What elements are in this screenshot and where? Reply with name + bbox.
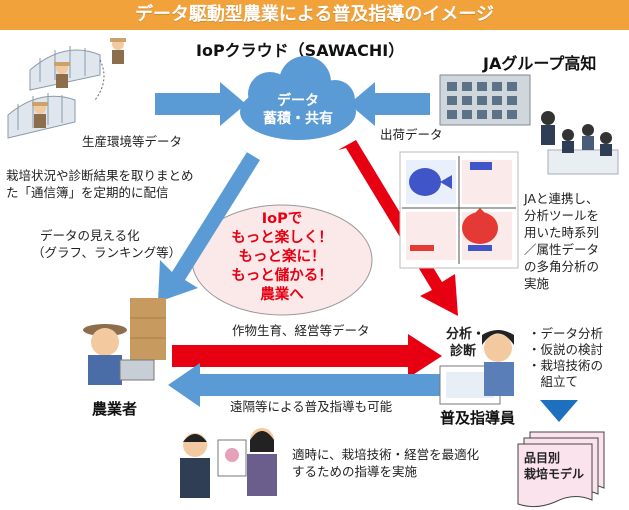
model-line1: 品目別: [524, 451, 561, 465]
production-env-data-label: 生産環境等データ: [82, 134, 183, 149]
farmer-small-icon: [32, 102, 48, 128]
cloud-label-data: データ: [277, 93, 319, 109]
cloud-shape: [240, 56, 356, 140]
slogan-line2: もっと楽しく！: [231, 230, 333, 246]
advisor-tasks-list: ・データ分析 ・仮説の検討 ・栽培技術の 組立て: [528, 326, 603, 390]
diagnosis-label: 診断: [450, 344, 477, 359]
arrow-farmer-to-advisor: [172, 334, 442, 378]
arrow-to-cloud-right: [349, 82, 430, 126]
farmer-small-icon: [54, 62, 70, 88]
slogan-line5: 農業へ: [260, 287, 304, 303]
office-building-icon: [439, 74, 531, 126]
ja-analysis-line6: 実施: [524, 276, 550, 291]
task-item: ・データ分析: [528, 326, 604, 341]
slogan-text: IoPで もっと楽しく！ もっと楽に！ もっと儲かる！ 農業へ: [200, 210, 364, 305]
arrow-cloud-to-farmer: [158, 148, 260, 302]
report-card-description: 栽培状況や診断結果を取りまとめ た「通信簿」を定期的に配信: [6, 167, 194, 201]
arrow-to-cloud-left: [155, 82, 246, 126]
cultivation-model-label: 品目別 栽培モデル: [524, 450, 584, 482]
crop-growth-data-label: 作物生育、経営等データ: [232, 323, 370, 338]
ja-analysis-line5: の多角分析の: [524, 259, 600, 274]
remote-guidance-label: 遠隔等による普及指導も可能: [230, 399, 393, 414]
slogan-line3: もっと楽に！: [238, 249, 326, 265]
model-line2: 栽培モデル: [524, 467, 585, 481]
ja-analysis-description: JAと連携し、 分析ツールを 用いた時系列 ／属性データ の多角分析の 実施: [524, 190, 599, 292]
shipment-data-label: 出荷データ: [380, 127, 443, 142]
slogan-line4: もっと儲かる！: [231, 268, 333, 284]
task-item: ・仮説の検討: [528, 342, 604, 357]
advisor-icon: [439, 330, 514, 405]
analysis-label: 分析・: [446, 327, 486, 342]
ja-analysis-line1: JAと連携し、: [524, 191, 599, 206]
analysis-diagnosis-label: 分析・ 診断: [446, 326, 485, 360]
farmer-with-laptop-icon: [83, 298, 166, 385]
task-item: 組立て: [528, 374, 579, 389]
farmer-label: 農業者: [92, 400, 138, 418]
cultivation-model-document: [517, 431, 605, 508]
timely-guidance-description: 適時に、栽培技術・経営を最適化 するための指導を実施: [292, 446, 479, 480]
advisor-label: 普及指導員: [440, 409, 516, 427]
task-item: ・栽培技術の: [528, 358, 604, 373]
page-title: データ駆動型農業による普及指導のイメージ: [0, 0, 629, 30]
ja-analysis-line4: ／属性データ: [524, 242, 600, 257]
slogan-line1: IoPで: [261, 211, 303, 227]
timely-guidance-line1: 適時に、栽培技術・経営を最適化: [292, 447, 480, 462]
arrow-advisor-to-farmer: [168, 363, 440, 407]
down-arrow: [540, 400, 578, 422]
visualization-line2: （グラフ、ランキング等）: [32, 245, 182, 260]
farmer-small-icon: [110, 38, 126, 64]
ja-analysis-line3: 用いた時系列: [524, 225, 600, 240]
arrow-cloud-to-advisor: [338, 140, 458, 316]
report-card-line2: た「通信簿」を定期的に配信: [6, 185, 169, 200]
cloud-name: IoPクラウド（SAWACHI）: [196, 41, 405, 60]
cloud-label-store-share: 蓄積・共有: [263, 111, 333, 127]
visualization-line1: データの見える化: [40, 228, 140, 243]
timely-guidance-line2: するための指導を実施: [292, 464, 418, 479]
ja-group-name: JAグループ高知: [483, 54, 597, 73]
report-card-line1: 栽培状況や診断結果を取りまとめ: [6, 168, 194, 183]
meeting-people-icon: [541, 111, 619, 175]
analysis-chart-image: [399, 151, 519, 269]
visualization-description: データの見える化 （グラフ、ランキング等）: [32, 227, 181, 261]
consultation-people-icon: [180, 428, 277, 498]
ja-analysis-line2: 分析ツールを: [524, 208, 600, 223]
